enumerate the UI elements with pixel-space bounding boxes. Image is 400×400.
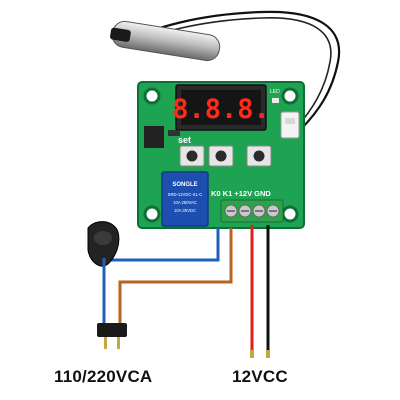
terminal-label: K0 K1 +12V GND — [211, 189, 271, 198]
set-label: set — [178, 135, 191, 145]
probe-connector — [280, 111, 300, 139]
button-up[interactable] — [208, 145, 234, 167]
wire-brown — [118, 228, 233, 325]
relay-text-4: 10A 30VDC — [174, 208, 196, 213]
status-led — [272, 98, 279, 103]
wire-blue — [102, 228, 220, 325]
dc-wire-ends — [250, 350, 270, 358]
ac-plug-icon — [97, 323, 127, 349]
mcu-chip — [144, 126, 164, 148]
mount-hole-tl — [143, 87, 161, 105]
mount-hole-br — [281, 205, 299, 223]
mount-hole-bl — [143, 205, 161, 223]
relay-text-3: 10A 250VAC — [173, 200, 197, 205]
button-set[interactable] — [179, 145, 205, 167]
ac-supply-caption: 110/220VCA — [54, 367, 153, 386]
thermostat-board: 8.8.8. LED set SONGLE SRD-12VDC-SL-C 10A… — [137, 81, 305, 229]
temperature-probe — [110, 20, 221, 62]
relay-text-2: SRD-12VDC-SL-C — [168, 192, 203, 197]
led-label: LED — [270, 89, 280, 95]
wiring — [102, 225, 270, 355]
button-down[interactable] — [246, 145, 272, 167]
mount-hole-tr — [281, 87, 299, 105]
relay-text-1: SONGLE — [172, 182, 197, 188]
screw-terminal-block — [220, 199, 284, 223]
display-readout: 8.8.8. — [172, 94, 270, 125]
dc-supply-caption: 12VCC — [232, 367, 288, 386]
load-device-icon — [87, 221, 120, 270]
relay — [161, 171, 209, 227]
